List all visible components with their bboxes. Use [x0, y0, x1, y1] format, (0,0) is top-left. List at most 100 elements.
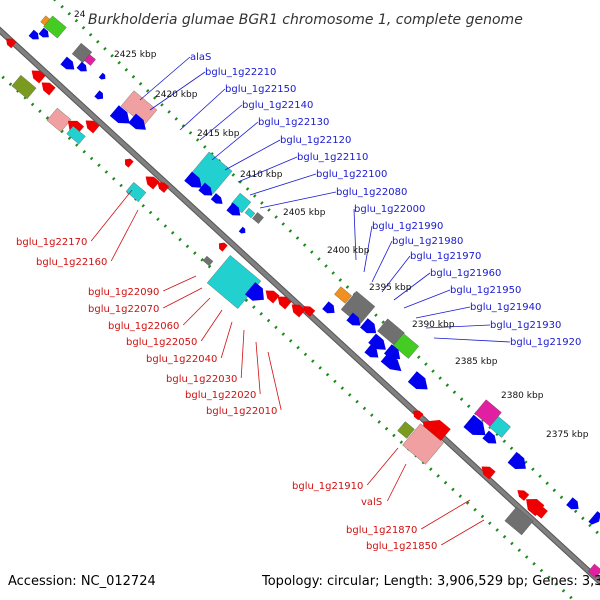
forward-cds-13 — [94, 90, 104, 100]
blue-connector-10 — [363, 225, 373, 273]
map-title: Burkholderia glumae BGR1 chromosome 1, c… — [88, 12, 523, 28]
tick-label-3: 2415 kbp — [197, 129, 240, 139]
tick-label-10: 2380 kbp — [501, 391, 544, 401]
blue-connector-3 — [199, 104, 243, 141]
tick-label-5: 2405 kbp — [283, 208, 326, 218]
forward-cds-53 — [407, 371, 428, 390]
forward-cds-16 — [128, 113, 146, 130]
blue-connector-13 — [393, 272, 431, 301]
gene-label-bglu_1g21950: bglu_1g21950 — [450, 285, 521, 296]
forward-cds-68 — [566, 497, 579, 510]
blue-connector-14 — [403, 289, 451, 309]
tick-label-1: 2425 kbp — [114, 50, 157, 60]
blue-connector-5 — [224, 139, 281, 171]
reverse-cds-59 — [413, 410, 424, 421]
red-connector-10 — [366, 447, 399, 486]
blue-connector-11 — [371, 240, 393, 283]
cyan-feature-31 — [244, 207, 256, 219]
olive-feature-61 — [397, 421, 415, 439]
tick-ring-1 — [0, 72, 576, 600]
reverse-cds-39 — [277, 296, 292, 310]
forward-cds-57 — [482, 430, 497, 444]
gene-label-bglu_1g22100: bglu_1g22100 — [316, 169, 387, 180]
blue-connector-6 — [237, 156, 298, 183]
blue-connector-2 — [179, 88, 226, 131]
magenta-feature-6 — [84, 54, 96, 66]
blue-connector-7 — [249, 173, 317, 196]
gene-label-bglu_1g21930: bglu_1g21930 — [490, 320, 561, 331]
tick-label-4: 2410 kbp — [240, 170, 283, 180]
forward-cds-15 — [109, 105, 130, 124]
cyan-feature-20 — [66, 125, 86, 145]
cyan-feature-55 — [489, 416, 511, 438]
gene-label-bglu_1g21850: bglu_1g21850 — [366, 541, 437, 552]
red-connector-12 — [420, 499, 471, 530]
forward-cds-8 — [76, 61, 87, 72]
reverse-cds-41 — [303, 306, 316, 317]
gene-label-bglu_1g22120: bglu_1g22120 — [280, 135, 351, 146]
reverse-cds-19 — [85, 120, 100, 134]
blue-connector-9 — [353, 208, 357, 261]
blue-connector-12 — [381, 255, 411, 293]
gene-label-bglu_1g22010: bglu_1g22010 — [206, 406, 277, 417]
pink-feature-14 — [120, 90, 158, 126]
pink-feature-62 — [402, 423, 444, 465]
blue-connector-8 — [259, 191, 337, 209]
forward-cds-37 — [244, 282, 264, 301]
gene-label-bglu_1g22020: bglu_1g22020 — [185, 390, 256, 401]
gene-label-bglu_1g21870: bglu_1g21870 — [346, 525, 417, 536]
blue-connector-0 — [139, 56, 191, 101]
gene-label-bglu_1g22050: bglu_1g22050 — [126, 337, 197, 348]
reverse-cds-4 — [6, 38, 17, 49]
forward-cds-51 — [364, 344, 379, 358]
trna_green-feature-1 — [43, 15, 67, 39]
gene-label-bglu_1g21990: bglu_1g21990 — [372, 221, 443, 232]
reverse-cds-23 — [157, 182, 170, 193]
gene-label-bglu_1g21910: bglu_1g21910 — [292, 481, 363, 492]
tick-labels: 24 2425 kbp 2420 kbp 2415 kbp 2410 kbp 2405 k… — [74, 10, 589, 440]
trna_green-feature-48 — [392, 333, 420, 359]
cyan-feature-25 — [189, 151, 233, 195]
forward-cds-45 — [346, 312, 361, 326]
gene-label-bglu_1g22170: bglu_1g22170 — [16, 237, 87, 248]
forward-cds-46 — [360, 318, 377, 334]
forward-cds-56 — [463, 414, 486, 436]
reverse-cds-38 — [265, 290, 280, 304]
red-connector-13 — [440, 519, 485, 546]
red-connector-3 — [163, 287, 203, 309]
red-connector-1 — [110, 209, 139, 262]
gene-label-bglu_1g21970: bglu_1g21970 — [410, 251, 481, 262]
forward-cds-52 — [380, 352, 402, 372]
red-connector-11 — [387, 463, 407, 502]
gene-label-bglu_1g21920: bglu_1g21920 — [510, 337, 581, 348]
forward-cds-3 — [28, 29, 39, 40]
tick-label-6: 2400 kbp — [327, 246, 370, 256]
reverse-cds-22 — [145, 176, 160, 190]
reverse-cds-21 — [124, 158, 134, 168]
tick-label-9: 2385 kbp — [455, 357, 498, 367]
blue-connector-4 — [211, 121, 259, 161]
reverse-cds-40 — [291, 304, 306, 318]
tick-label-7: 2395 kbp — [369, 283, 412, 293]
tick-label-8: 2390 kbp — [412, 320, 455, 330]
magenta-feature-54 — [474, 399, 502, 427]
grey-feature-35 — [202, 255, 214, 267]
reverse-cds-65 — [526, 499, 545, 517]
summary-text: Topology: circular; Length: 3,906,529 bp… — [261, 574, 600, 589]
tick-label-0: 24 — [74, 10, 86, 20]
blue-connector-17 — [433, 337, 511, 343]
red-connector-2 — [163, 275, 197, 292]
reverse-cds-64 — [517, 490, 530, 501]
tick-label-2: 2420 kbp — [155, 90, 198, 100]
gene-label-bglu_1g22110: bglu_1g22110 — [297, 152, 368, 163]
forward-cds-27 — [198, 182, 213, 196]
gene-label-bglu_1g22210: bglu_1g22210 — [205, 67, 276, 78]
forward-cds-26 — [184, 171, 202, 188]
gene-label-bglu_1g22070: bglu_1g22070 — [88, 304, 159, 315]
grey-feature-67 — [504, 506, 534, 536]
red-connector-7 — [240, 329, 245, 379]
accession-text: Accession: NC_012724 — [8, 574, 156, 589]
olive-feature-11 — [11, 74, 37, 100]
forward-cds-28 — [210, 193, 223, 204]
